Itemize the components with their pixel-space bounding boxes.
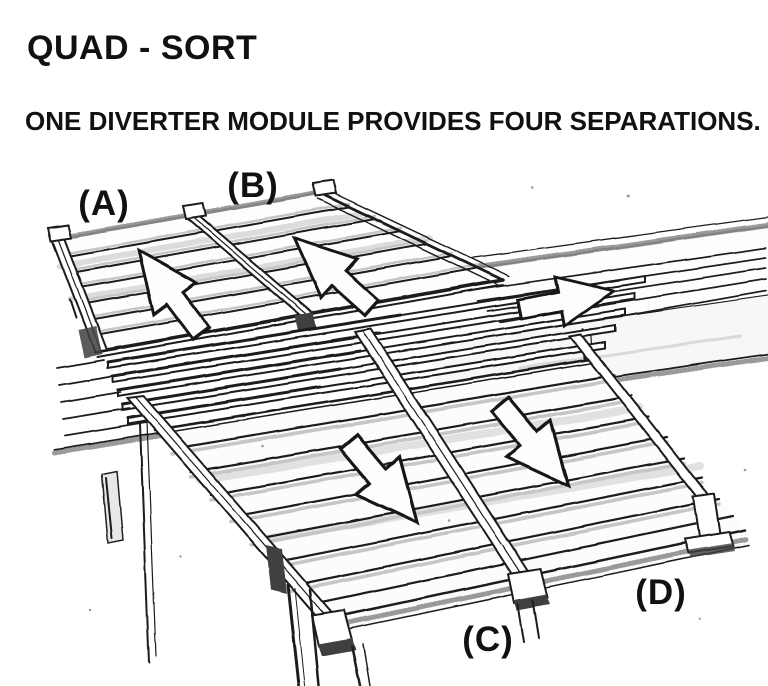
figure-title: QUAD - SORT	[27, 29, 258, 67]
lane-b-label: (B)	[227, 166, 279, 205]
support-legs	[101, 421, 371, 686]
lane-c-flow-arrow-icon	[338, 431, 420, 526]
rear-divert-deck-lanes-a-b	[46, 178, 510, 358]
lane-labels: (A) (B) (C) (D)	[78, 166, 687, 659]
main-line-flow-arrow-icon	[516, 275, 618, 329]
lane-a-label: (A)	[78, 184, 130, 223]
front-divert-deck-lanes-c-d	[126, 327, 750, 656]
figure-subtitle: ONE DIVERTER MODULE PROVIDES FOUR SEPARA…	[25, 106, 761, 136]
lane-d-flow-arrow-icon	[489, 394, 571, 489]
lane-b-flow-arrow-icon	[291, 235, 381, 318]
lane-a-flow-arrow-icon	[136, 247, 212, 342]
pencil-specks	[88, 185, 747, 620]
flow-arrows	[136, 235, 618, 526]
lane-c-label: (C)	[462, 620, 514, 659]
lane-d-label: (D)	[635, 573, 687, 612]
